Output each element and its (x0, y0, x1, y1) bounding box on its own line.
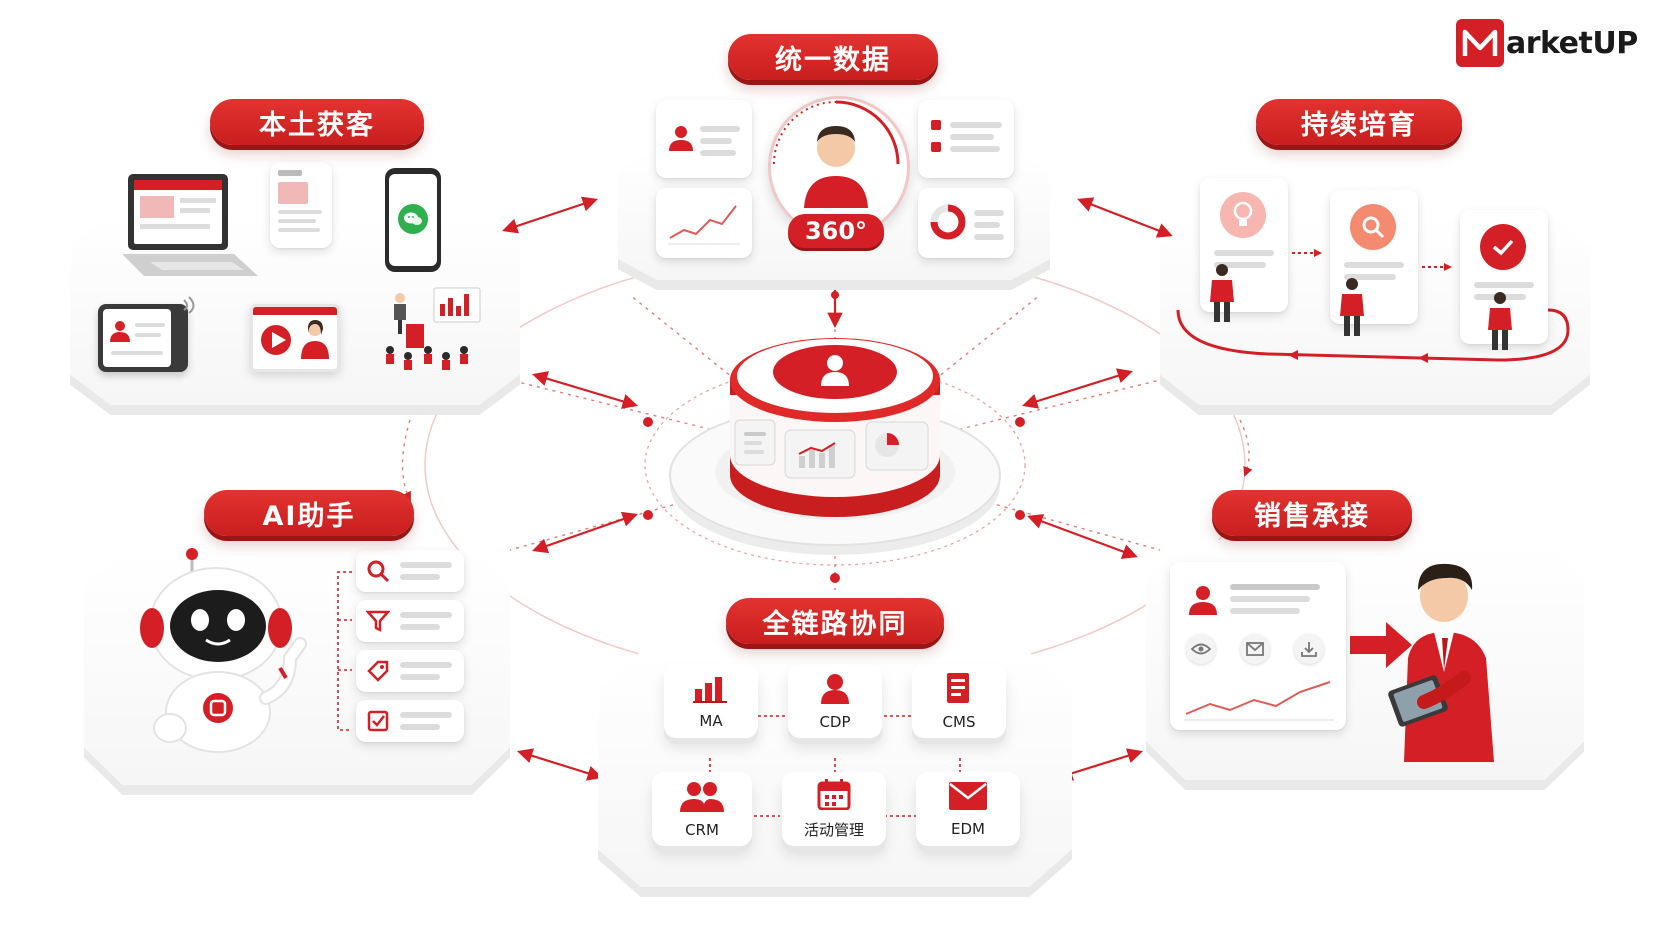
list-card (918, 100, 1014, 178)
ai-search-card (356, 550, 464, 592)
module-label: CRM (685, 820, 719, 839)
line-chart-icon (666, 200, 742, 250)
pill-ai-assistant: AI助手 (204, 490, 414, 536)
laptop-icon (122, 170, 262, 294)
donut-chart-icon (928, 202, 968, 246)
donut-card (918, 188, 1014, 258)
wechat-icon (398, 204, 428, 234)
module-label: MA (699, 711, 723, 730)
video-icon (250, 304, 340, 372)
salesperson-icon (1384, 562, 1534, 766)
article-card (270, 162, 332, 248)
module-label: 活动管理 (803, 821, 864, 839)
trend-card (656, 188, 752, 258)
lightbulb-icon (1220, 192, 1266, 238)
search-icon (1350, 204, 1396, 250)
ai-filter-card (356, 600, 464, 642)
checkbox-icon (366, 709, 390, 737)
mail-icon (948, 781, 988, 815)
line-chart-icon (1184, 676, 1334, 726)
list-icon (930, 118, 944, 162)
module-crm[interactable]: CRM (652, 772, 752, 846)
module-cms[interactable]: CMS (912, 664, 1006, 738)
bar-chart-icon (693, 673, 729, 707)
logo-m-icon (1456, 19, 1504, 67)
tag-icon (366, 659, 390, 687)
hub-bar-chart-icon (795, 440, 845, 470)
module-event-management[interactable]: 活动管理 (782, 772, 886, 846)
profile-card (656, 100, 752, 178)
robot-icon (130, 548, 320, 758)
filter-icon (365, 609, 391, 637)
hub-user-icon (815, 350, 855, 390)
card-reader-icon (98, 296, 195, 372)
presentation-icon (376, 284, 486, 380)
module-cdp[interactable]: CDP (788, 664, 882, 738)
pill-unified-data: 统一数据 (728, 34, 938, 80)
lead-detail-card (1170, 562, 1346, 730)
document-icon (278, 170, 324, 240)
hub-pie-chart-icon (872, 430, 902, 460)
users-icon (680, 780, 724, 816)
badge-360: 360° (788, 214, 884, 248)
user-profile-icon (1188, 584, 1218, 620)
hub-document-icon (740, 428, 770, 460)
brand-logo: arketUP (1456, 18, 1638, 68)
left-down-connector (401, 419, 411, 502)
stage-arrow-2 (1422, 263, 1452, 271)
arrow-right-icon (1350, 620, 1414, 674)
ai-tag-card (356, 650, 464, 692)
search-icon (366, 559, 390, 587)
download-icon (1294, 634, 1324, 664)
pill-full-chain: 全链路协同 (726, 598, 944, 644)
pill-sales-handoff: 销售承接 (1212, 490, 1412, 536)
logo-text: arketUP (1506, 25, 1638, 61)
pill-local-acquisition: 本土获客 (210, 99, 424, 145)
ai-tools-connector (337, 571, 352, 731)
mail-icon (1240, 634, 1270, 664)
check-icon (1480, 224, 1526, 270)
nurturing-journey-path (1176, 308, 1570, 363)
stage-arrow-1 (1292, 249, 1322, 257)
eye-icon (1186, 634, 1216, 664)
person-figure (1488, 292, 1512, 350)
document-icon (945, 672, 973, 708)
pill-nurturing: 持续培育 (1256, 99, 1462, 145)
module-edm[interactable]: EDM (916, 772, 1020, 846)
user-icon (819, 672, 851, 708)
person-figure (1210, 264, 1234, 322)
person-figure (1340, 278, 1364, 336)
module-ma[interactable]: MA (664, 664, 758, 738)
calendar-icon (817, 778, 851, 814)
module-label: EDM (951, 819, 985, 838)
module-label: CDP (819, 712, 851, 731)
ai-checkbox-card (356, 700, 464, 742)
module-label: CMS (942, 712, 976, 731)
smartphone-icon (385, 168, 441, 272)
ring-nodes (643, 291, 1025, 583)
user-profile-icon (668, 124, 694, 156)
